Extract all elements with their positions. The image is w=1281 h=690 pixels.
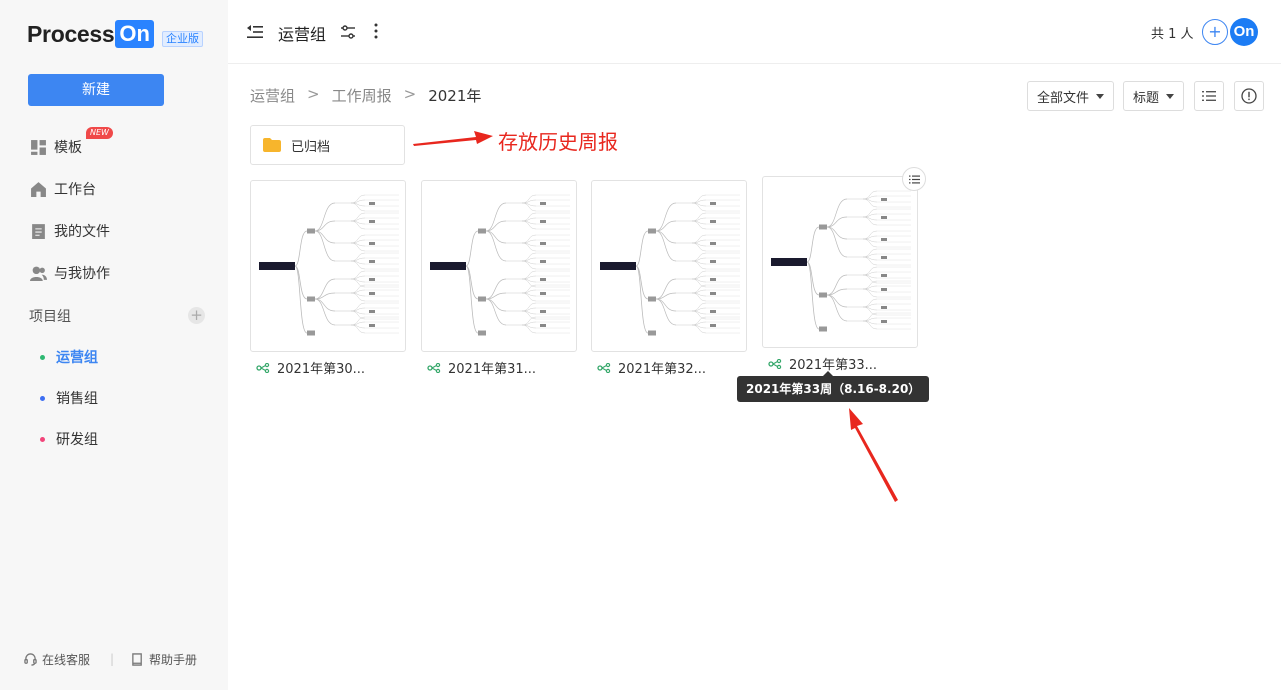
footer-label: 帮助手册 <box>149 653 198 667</box>
book-icon <box>132 653 142 666</box>
file-name: 2021年第33... <box>789 358 878 373</box>
filter-label: 全部文件 <box>1037 90 1090 106</box>
top-bar: 运营组 共 1 人 + On <box>228 0 1281 64</box>
group-dot <box>40 436 45 442</box>
file-name-row: 2021年第33... <box>768 354 918 373</box>
mindmap-icon <box>597 362 611 373</box>
sidebar: Process On 企业版 新建 模板 NEW 工作台 我的文件 与我协作 项… <box>0 0 228 690</box>
annotation-text: 存放历史周报 <box>498 130 618 154</box>
breadcrumb-separator: > <box>403 85 417 103</box>
group-label: 销售组 <box>56 391 98 407</box>
breadcrumb-current: 2021年 <box>428 87 482 105</box>
sidebar-group-operations[interactable]: 运营组 <box>40 347 98 367</box>
users-icon <box>30 266 47 281</box>
group-dot <box>40 354 45 360</box>
mindmap-icon <box>427 362 441 373</box>
mindmap-preview <box>430 194 570 336</box>
breadcrumb-item[interactable]: 工作周报 <box>331 87 392 105</box>
sidebar-group-rd[interactable]: 研发组 <box>40 429 98 449</box>
breadcrumb-separator: > <box>307 85 320 103</box>
sidebar-item-label: 我的文件 <box>54 224 110 240</box>
sidebar-item-templates[interactable]: 模板 NEW <box>30 127 113 157</box>
file-type-filter[interactable]: 全部文件 <box>1027 81 1115 111</box>
sort-label: 标题 <box>1133 90 1160 106</box>
logo-on: On <box>115 20 154 48</box>
file-name: 2021年第31... <box>448 362 537 377</box>
info-icon <box>1241 88 1257 104</box>
mindmap-icon <box>256 362 270 373</box>
list-view-button[interactable] <box>1194 81 1224 111</box>
home-icon <box>31 181 46 197</box>
sidebar-item-label: 与我协作 <box>54 266 110 282</box>
file-thumbnail <box>591 180 747 352</box>
file-card[interactable]: 2021年第32... <box>591 180 747 377</box>
card-menu-button[interactable] <box>902 167 926 191</box>
group-label: 运营组 <box>56 350 98 366</box>
invite-member-button[interactable]: + <box>1202 19 1228 45</box>
sidebar-group-sales[interactable]: 销售组 <box>40 388 98 408</box>
file-name-row: 2021年第30... <box>256 358 406 377</box>
sidebar-item-my-files[interactable]: 我的文件 <box>30 221 110 241</box>
file-icon <box>32 223 45 239</box>
file-thumbnail <box>250 180 406 352</box>
new-button[interactable]: 新建 <box>28 74 164 106</box>
mindmap-preview <box>259 194 399 336</box>
collapse-sidebar-icon[interactable] <box>246 24 263 40</box>
folder-archived[interactable]: 已归档 <box>250 125 405 165</box>
file-thumbnail <box>762 176 918 348</box>
template-icon <box>31 139 46 155</box>
chevron-down-icon <box>1096 93 1105 99</box>
footer-divider: | <box>110 652 115 666</box>
sidebar-item-workspace[interactable]: 工作台 <box>30 179 96 199</box>
file-card[interactable]: 2021年第31... <box>421 180 577 377</box>
new-badge: NEW <box>86 127 113 139</box>
more-vertical-icon[interactable] <box>374 22 378 40</box>
info-button[interactable] <box>1234 81 1264 111</box>
breadcrumb: 运营组 > 工作周报 > 2021年 <box>250 85 481 106</box>
file-name-row: 2021年第31... <box>427 358 577 377</box>
settings-sliders-icon[interactable] <box>340 24 356 40</box>
breadcrumb-item[interactable]: 运营组 <box>250 87 296 105</box>
annotation-arrow <box>849 408 898 502</box>
logo-text: Process <box>27 20 115 47</box>
file-card[interactable]: 2021年第30... <box>250 180 406 377</box>
footer-label: 在线客服 <box>42 653 91 667</box>
mindmap-icon <box>768 358 782 369</box>
help-manual-link[interactable]: 帮助手册 <box>131 651 197 668</box>
headset-icon <box>24 653 37 666</box>
list-icon <box>908 175 920 183</box>
add-group-button[interactable]: + <box>188 307 205 324</box>
file-card-hovered[interactable]: 2021年第33... <box>762 176 918 373</box>
sidebar-item-shared[interactable]: 与我协作 <box>30 263 110 283</box>
logo: Process On 企业版 <box>27 20 203 48</box>
list-icon <box>1202 91 1216 101</box>
file-thumbnail <box>421 180 577 352</box>
annotation-arrow <box>413 131 493 146</box>
sidebar-item-label: 模板 <box>54 140 82 156</box>
sort-select[interactable]: 标题 <box>1123 81 1185 111</box>
enterprise-badge: 企业版 <box>161 31 203 47</box>
folder-label: 已归档 <box>291 139 331 155</box>
page-title: 运营组 <box>278 25 327 44</box>
mindmap-preview <box>600 194 740 336</box>
member-count: 共 1 人 <box>1151 27 1194 42</box>
chevron-down-icon <box>1166 93 1175 99</box>
file-name: 2021年第32... <box>618 362 707 377</box>
group-dot <box>40 395 45 401</box>
groups-title: 项目组 <box>29 309 71 325</box>
file-name-row: 2021年第32... <box>597 358 747 377</box>
mindmap-preview <box>771 190 911 332</box>
sidebar-item-label: 工作台 <box>54 182 96 198</box>
group-label: 研发组 <box>56 432 98 448</box>
file-name: 2021年第30... <box>277 362 366 377</box>
online-service-link[interactable]: 在线客服 <box>24 651 90 668</box>
file-name-tooltip: 2021年第33周（8.16-8.20） <box>737 371 930 402</box>
folder-icon <box>263 138 281 152</box>
avatar[interactable]: On <box>1230 18 1258 46</box>
